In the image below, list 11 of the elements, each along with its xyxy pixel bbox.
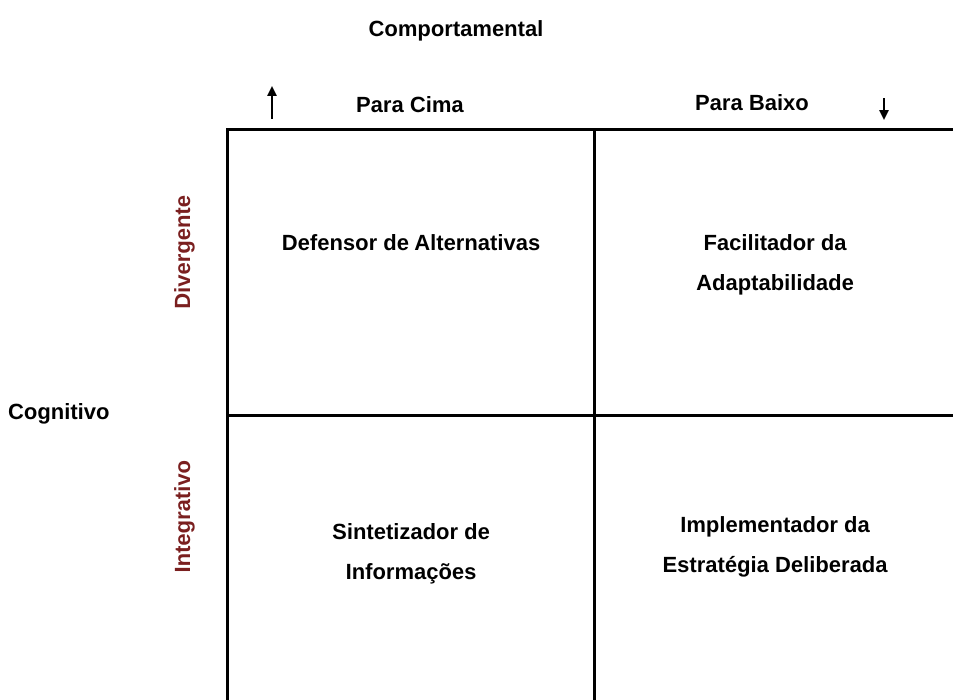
row-header: Integrativo [170, 460, 196, 572]
column-header: Para Cima [356, 92, 464, 118]
quadrant-title: Defensor de Alternativas [282, 229, 540, 257]
quadrant-title: Sintetizador de Informações [331, 518, 491, 586]
axis-title: Cognitivo [8, 399, 110, 425]
column-header: Para Baixo [695, 90, 809, 116]
row-header: Divergente [170, 195, 196, 309]
matrix-cell [226, 128, 596, 417]
quadrant-title: Facilitador da Adaptabilidade [695, 229, 855, 297]
axis-title: Comportamental [368, 16, 544, 42]
quadrant-title: Implementador da Estratégia Deliberada [662, 511, 889, 579]
